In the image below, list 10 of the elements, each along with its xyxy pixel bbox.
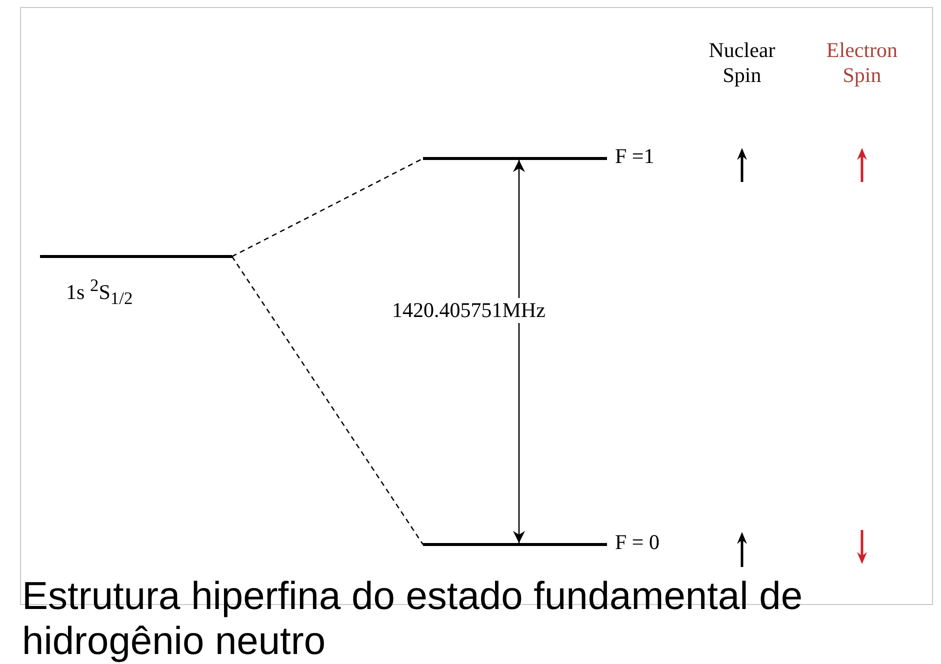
term-symbol-label: 1s $^{2}$S$_{1/2}$ — [66, 277, 133, 308]
column-heading: Nuclear Spin — [708, 38, 776, 88]
level-label: F = 0 — [615, 532, 660, 553]
level-label: F =1 — [615, 146, 654, 167]
column-heading: Electron Spin — [825, 38, 899, 88]
double-arrow — [513, 160, 525, 543]
caption: Estrutura hiperfina do estado fundamental de hidrogênio neutro — [22, 574, 804, 664]
edge-label: 1420.405751MHz — [392, 298, 546, 324]
dashed-connector — [232, 158, 424, 258]
dashed-connector — [231, 256, 424, 545]
